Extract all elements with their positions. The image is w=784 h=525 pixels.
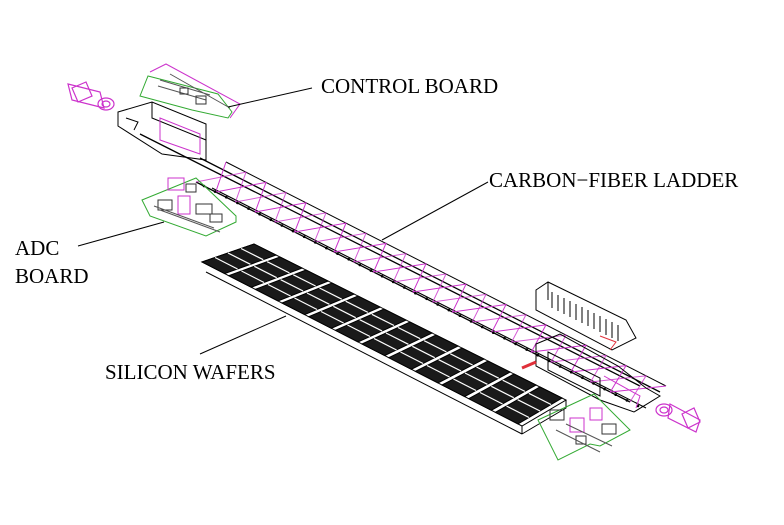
wafer-slot [528,392,552,406]
wafer-slot [306,292,330,305]
wafer-slot [266,261,290,274]
silicon-wafers-label: SILICON WAFERS [105,360,276,384]
control-board-label: CONTROL BOARD [321,74,499,98]
mount-hole [258,212,261,216]
carbon-fiber-ladder-label: CARBON−FIBER LADDER [489,168,739,192]
mount-hole [213,190,217,193]
mount-hole [492,331,495,335]
mount-hole [391,280,395,284]
mount-hole [569,370,573,374]
wafer-slot [267,283,291,297]
mount-hole [525,348,528,351]
silicon-wafers-pointer [199,315,287,355]
mount-hole [514,342,517,346]
ladder-mount-holes [202,184,640,408]
wafer-slot [345,300,369,313]
mount-hole [314,241,317,244]
ladder-truss [195,161,667,403]
adc-board-label-line1: ADC [15,236,60,260]
wafer-slot [397,326,421,340]
wafer-slot [240,247,264,261]
mount-hole [447,308,451,312]
mount-hole [414,291,417,295]
right-end-block [521,333,661,413]
mount-hole [469,320,473,323]
adc-board-label-line2: BOARD [15,264,89,288]
wafer-slot [450,353,473,366]
mount-hole [269,218,273,222]
wafer-slot [438,359,462,372]
wafer-slot [517,399,541,412]
wafer-slot [385,332,409,345]
mount-hole [458,314,462,318]
wafer-slot [423,340,447,353]
mount-hole [236,201,239,205]
adc-board-pointer [77,221,165,247]
wafer-slot [464,372,488,385]
wafer-slot [373,337,397,351]
wafer-slot [320,310,344,324]
mount-hole [291,229,295,233]
wafer-slot [491,385,514,399]
wafer-slot [359,319,383,332]
adc-board-left [141,177,237,237]
mount-hole [325,246,328,250]
wafer-slot [293,274,316,287]
wafer-slot [280,279,304,292]
mount-hole [436,303,440,306]
control-board-pointer [227,87,313,108]
wafer-slot [227,252,251,265]
truss-zigzag-cross [195,171,647,403]
wafer-slot [453,378,477,392]
mount-hole [369,269,373,272]
mount-hole [558,365,562,368]
wafer-slot [502,379,526,392]
wafer-slot [294,297,318,311]
mount-hole [592,382,595,385]
wafer-slot [347,324,371,338]
mount-hole [503,337,506,340]
mount-hole [625,399,629,402]
mount-hole [403,286,406,289]
mount-hole [425,297,428,301]
mount-hole [603,387,606,391]
mount-hole [614,393,617,397]
wafer-slot [476,366,500,379]
wafer-slot [333,305,356,319]
control-board [139,63,241,119]
wafer-slot [319,287,343,300]
wafer-slot [506,405,530,419]
silicon-wafers [200,243,568,435]
mount-hole [225,196,228,199]
truss-zigzag [214,161,667,393]
left-end-block [117,101,207,161]
mount-hole [280,224,284,227]
wafer-slot [371,313,395,327]
mount-hole [480,325,484,329]
mount-hole [347,258,351,261]
wafer-slot [426,364,450,378]
mount-hole [302,235,306,239]
adc-board-right [537,393,631,461]
mount-hole [380,275,384,278]
mount-hole [536,353,540,357]
carbon-fiber-ladder [139,133,667,409]
mount-hole [581,376,584,380]
wafer-slot [214,256,238,270]
wafer-slot [412,345,435,359]
mount-hole [358,263,362,267]
wafer-slot [254,265,277,279]
left-connector [67,81,115,111]
right-cover-plate [535,281,637,351]
right-connector [655,403,701,433]
wafer-slot [400,351,424,365]
mount-hole [336,252,339,255]
wafer-slot [479,391,503,405]
mount-hole [247,207,250,210]
wafer-slot [241,270,265,284]
